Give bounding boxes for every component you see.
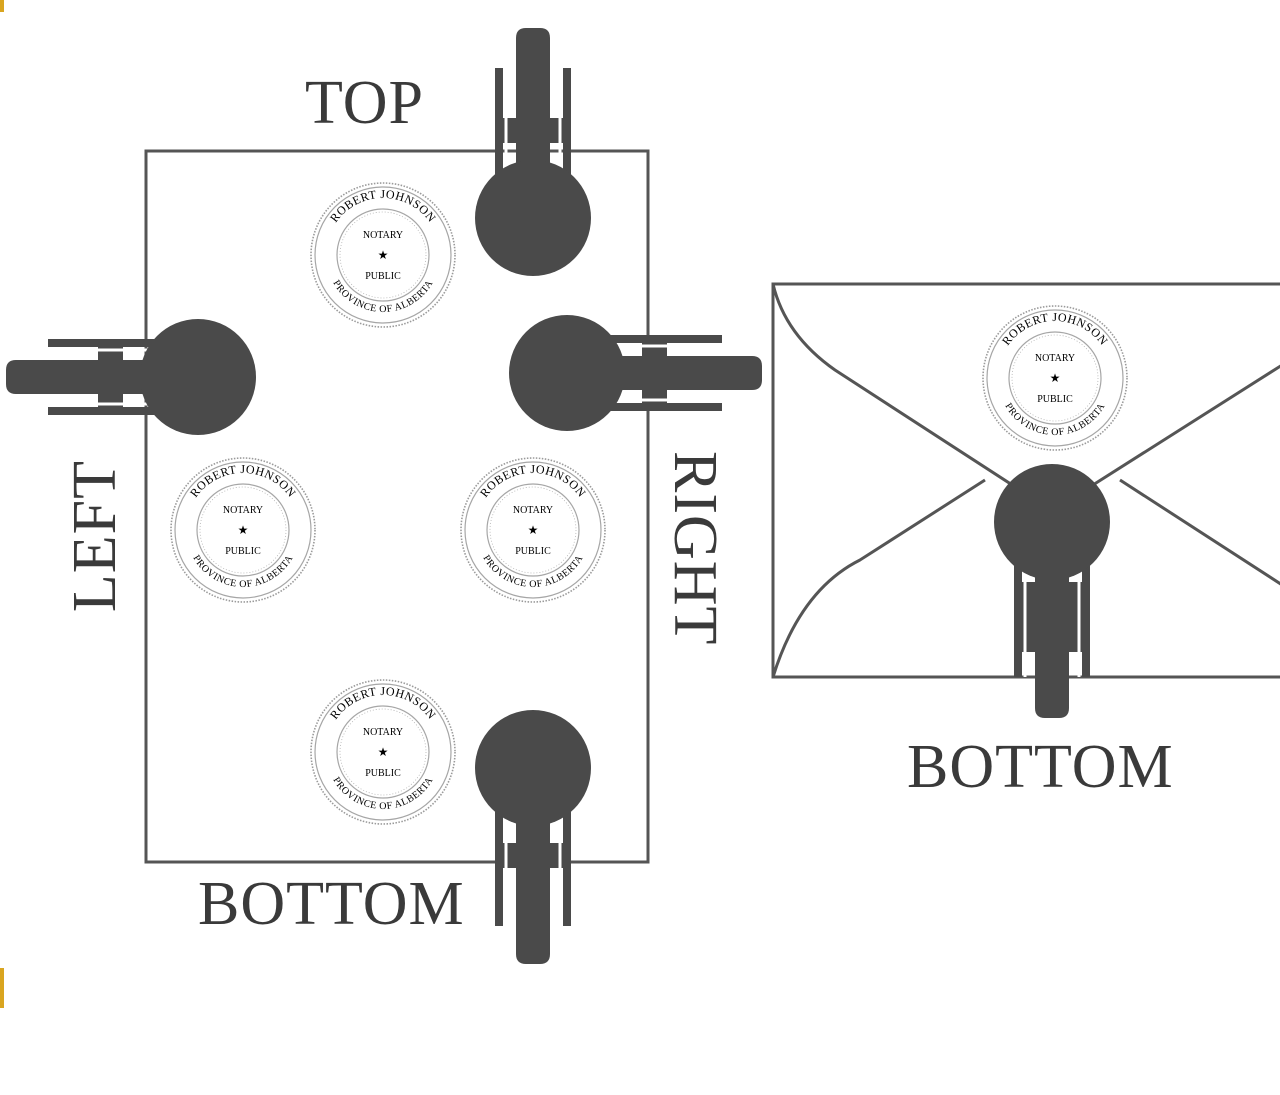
label-bottom-envelope: BOTTOM xyxy=(907,733,1174,801)
page-outline-icon xyxy=(144,149,650,864)
embosser-icon-right xyxy=(509,315,762,431)
svg-text:PUBLIC: PUBLIC xyxy=(1037,394,1073,405)
svg-text:★: ★ xyxy=(378,248,389,262)
seal-outer-top-text: ROBERT JOHNSON xyxy=(327,187,438,225)
label-top: TOP xyxy=(305,69,425,137)
notary-seal-icon: ROBERT JOHNSON PROVINCE OF ALBERTA NOTAR… xyxy=(310,182,456,328)
embosser-icon-left xyxy=(6,319,256,435)
svg-text:PUBLIC: PUBLIC xyxy=(365,768,401,779)
embosser-icon-top xyxy=(475,28,591,276)
svg-text:NOTARY: NOTARY xyxy=(363,230,403,241)
svg-text:ROBERT JOHNSON: ROBERT JOHNSON xyxy=(327,684,439,722)
edge-accent-bottom xyxy=(0,968,4,1008)
svg-text:★: ★ xyxy=(378,745,389,759)
label-left: LEFT xyxy=(61,459,129,613)
svg-text:★: ★ xyxy=(1050,371,1061,385)
notary-seal-icon: ROBERT JOHNSON PROVINCE OF ALBERTA NOTAR… xyxy=(170,457,316,603)
svg-text:NOTARY: NOTARY xyxy=(223,505,263,516)
svg-text:NOTARY: NOTARY xyxy=(363,727,403,738)
svg-text:PUBLIC: PUBLIC xyxy=(225,546,261,557)
notary-seal-icon: ROBERT JOHNSON PROVINCE OF ALBERTA NOTAR… xyxy=(460,457,606,603)
label-bottom-page: BOTTOM xyxy=(198,870,465,938)
edge-accent-top xyxy=(0,0,4,12)
svg-text:NOTARY: NOTARY xyxy=(513,505,553,516)
svg-text:ROBERT JOHNSON: ROBERT JOHNSON xyxy=(327,187,439,225)
svg-text:PUBLIC: PUBLIC xyxy=(515,546,551,557)
label-right: RIGHT xyxy=(661,451,729,646)
svg-text:ROBERT JOHNSON: ROBERT JOHNSON xyxy=(477,462,589,500)
svg-text:★: ★ xyxy=(238,523,249,537)
svg-text:★: ★ xyxy=(528,523,539,537)
notary-seal-icon: ROBERT JOHNSON PROVINCE OF ALBERTA NOTAR… xyxy=(310,679,456,825)
svg-text:ROBERT JOHNSON: ROBERT JOHNSON xyxy=(187,462,299,500)
embosser-icon-bottom xyxy=(475,710,591,964)
svg-text:PUBLIC: PUBLIC xyxy=(365,271,401,282)
embosser-icon-envelope xyxy=(994,464,1110,718)
svg-text:NOTARY: NOTARY xyxy=(1035,353,1075,364)
